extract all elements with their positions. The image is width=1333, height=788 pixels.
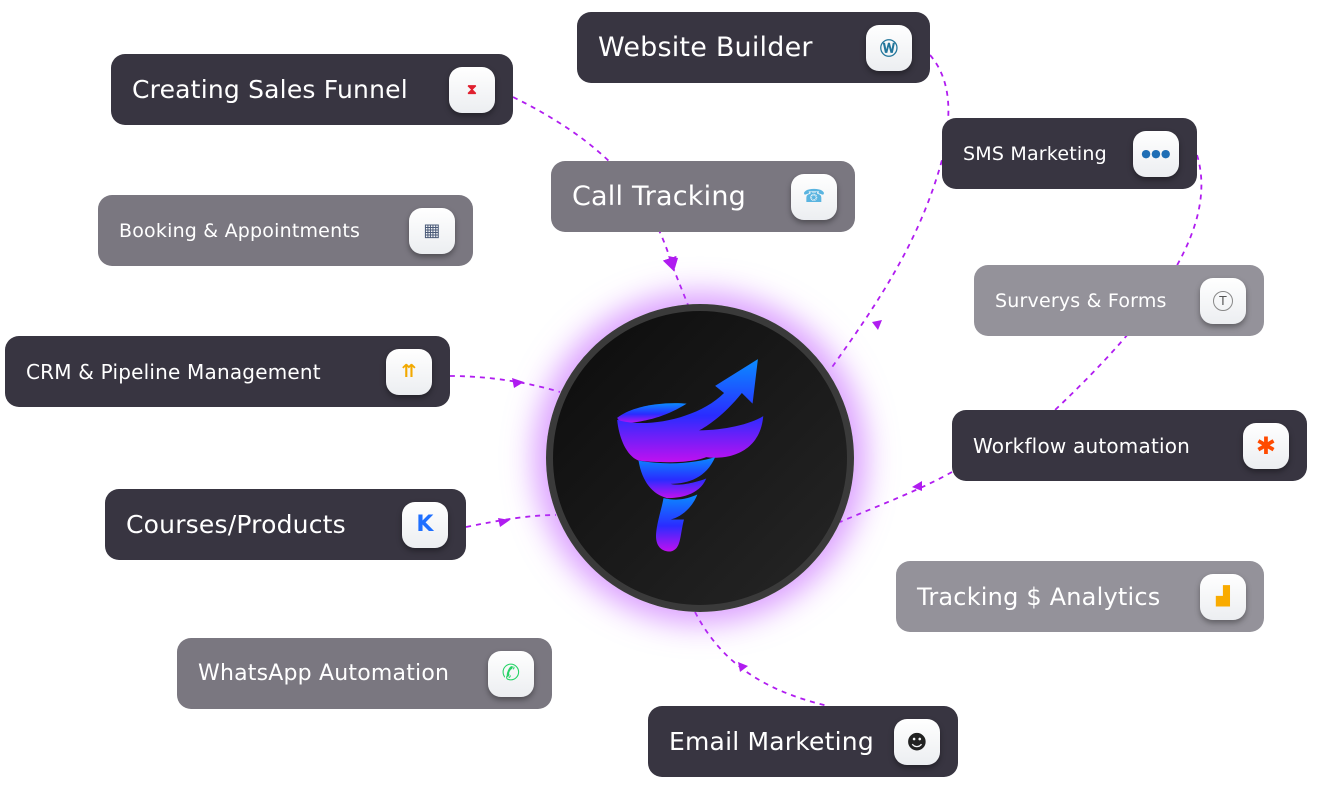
node-label: Creating Sales Funnel	[132, 75, 408, 104]
sms-icon: ●●●	[1133, 130, 1179, 177]
node-workflow-automation[interactable]: Workflow automation ✱	[952, 410, 1307, 481]
wordpress-icon: Ⓦ	[866, 24, 912, 71]
center-hub	[546, 304, 854, 612]
clickfunnels-icon: ⧗	[449, 66, 495, 113]
node-booking-appointments[interactable]: Booking & Appointments ▦	[98, 195, 473, 266]
node-courses-products[interactable]: Courses/Products K	[105, 489, 466, 560]
node-label: Tracking $ Analytics	[917, 582, 1161, 611]
link-website	[829, 54, 950, 371]
link-email	[694, 611, 829, 707]
typeform-icon: T	[1200, 277, 1246, 324]
node-label: Website Builder	[598, 32, 813, 63]
node-creating-sales-funnel[interactable]: Creating Sales Funnel ⧗	[111, 54, 513, 125]
link-sms	[1054, 154, 1203, 411]
node-crm-pipeline[interactable]: CRM & Pipeline Management ⇈	[5, 336, 450, 407]
link-workflow	[839, 471, 953, 523]
tornado-arrow-logo	[617, 359, 764, 552]
node-label: Surverys & Forms	[995, 289, 1167, 312]
zapier-icon: ✱	[1243, 422, 1289, 469]
node-sms-marketing[interactable]: SMS Marketing ●●●	[942, 118, 1197, 189]
node-website-builder[interactable]: Website Builder Ⓦ	[577, 12, 930, 83]
mailchimp-icon: ☻	[894, 718, 940, 765]
node-tracking-analytics[interactable]: Tracking $ Analytics ▟	[896, 561, 1264, 632]
node-label: Email Marketing	[669, 727, 874, 756]
pipeline-icon: ⇈	[386, 348, 432, 395]
node-surveys-forms[interactable]: Surverys & Forms T	[974, 265, 1264, 336]
node-email-marketing[interactable]: Email Marketing ☻	[648, 706, 958, 777]
node-label: Call Tracking	[572, 181, 746, 212]
node-label: CRM & Pipeline Management	[26, 359, 321, 384]
kajabi-icon: K	[402, 501, 448, 548]
node-label: Workflow automation	[973, 433, 1191, 458]
phone-icon: ☎	[791, 173, 837, 220]
node-label: Courses/Products	[126, 510, 346, 539]
node-label: SMS Marketing	[963, 142, 1107, 165]
link-crm	[449, 375, 561, 393]
calendar-icon: ▦	[409, 207, 455, 254]
node-call-tracking[interactable]: Call Tracking ☎	[551, 161, 855, 232]
whatsapp-icon: ✆	[488, 650, 534, 697]
node-whatsapp-automation[interactable]: WhatsApp Automation ✆	[177, 638, 552, 709]
analytics-icon: ▟	[1200, 573, 1246, 620]
node-label: Booking & Appointments	[119, 219, 361, 242]
node-label: WhatsApp Automation	[198, 661, 450, 686]
link-courses	[465, 514, 557, 528]
